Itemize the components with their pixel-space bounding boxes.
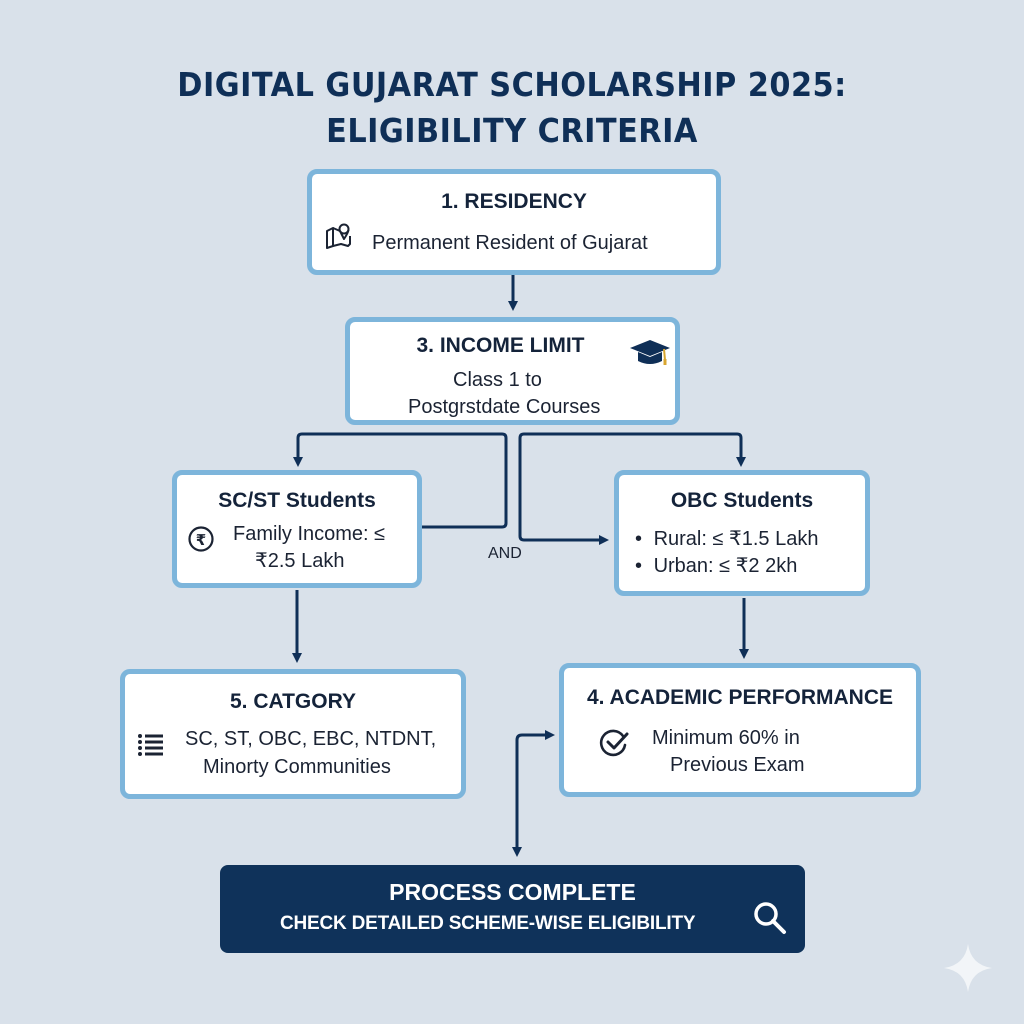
node-category-line-2: Minorty Communities bbox=[203, 756, 391, 778]
node-category: 5. CATGORY SC, ST, OBC, EBC, NTDNT, Mino… bbox=[120, 669, 466, 799]
final-title: PROCESS COMPLETE bbox=[389, 879, 636, 905]
obc-urban: Urban: ≤ ₹2 2kh bbox=[653, 555, 798, 577]
search-icon[interactable] bbox=[752, 900, 788, 936]
node-residency-text: Permanent Resident of Gujarat bbox=[372, 232, 648, 254]
node-scst-line-2: ₹2.5 Lakh bbox=[255, 550, 345, 572]
node-category-title: 5. CATGORY bbox=[229, 690, 356, 713]
title-line-1: DIGITAL GUJARAT SCHOLARSHIP 2025: bbox=[177, 65, 847, 104]
node-category-line-1: SC, ST, OBC, EBC, NTDNT, bbox=[185, 728, 437, 750]
node-academic-performance: 4. ACADEMIC PERFORMANCE Minimum 60% in P… bbox=[559, 663, 921, 797]
node-obc-students: OBC Students • Rural: ≤ ₹1.5 Lakh • Urba… bbox=[614, 470, 870, 596]
node-income-line-1: Class 1 to bbox=[453, 369, 542, 391]
process-complete-banner[interactable]: PROCESS COMPLETE CHECK DETAILED SCHEME-W… bbox=[220, 865, 805, 953]
node-residency: 1. RESIDENCY Permanent Resident of Gujar… bbox=[307, 169, 721, 275]
map-pin-icon bbox=[324, 222, 354, 250]
final-subtitle: CHECK DETAILED SCHEME-WISE ELIGIBILITY bbox=[280, 913, 696, 934]
node-obc-title: OBC Students bbox=[670, 489, 814, 512]
bullet: • bbox=[635, 555, 643, 577]
svg-text:₹: ₹ bbox=[196, 531, 206, 549]
check-circle-icon bbox=[599, 728, 631, 758]
node-academic-line-2: Previous Exam bbox=[670, 754, 805, 776]
rupee-icon: ₹ bbox=[187, 525, 215, 553]
title-line-2: ELIGIBILITY CRITERIA bbox=[326, 111, 698, 150]
obc-rural: Rural: ≤ ₹1.5 Lakh bbox=[653, 528, 819, 550]
node-scst-title: SC/ST Students bbox=[218, 489, 376, 512]
node-obc-item-2: • Urban: ≤ ₹2 2kh bbox=[635, 553, 797, 580]
node-scst-students: SC/ST Students ₹ Family Income: ≤ ₹2.5 L… bbox=[172, 470, 422, 588]
page-title: DIGITAL GUJARAT SCHOLARSHIP 2025: ELIGIB… bbox=[41, 62, 983, 154]
node-income-title: 3. INCOME LIMIT bbox=[416, 334, 585, 357]
node-scst-line-1: Family Income: ≤ bbox=[233, 523, 386, 545]
list-icon bbox=[137, 732, 165, 758]
node-income-line-2: Postgrstdate Courses bbox=[408, 396, 601, 418]
sparkle-icon bbox=[942, 942, 994, 994]
graduation-cap-icon bbox=[628, 336, 672, 370]
bullet: • bbox=[635, 528, 643, 550]
and-connector-label: AND bbox=[488, 545, 522, 562]
node-income-limit: 3. INCOME LIMIT Class 1 to Postgrstdate … bbox=[345, 317, 680, 425]
node-residency-title: 1. RESIDENCY bbox=[441, 190, 587, 213]
node-obc-item-1: • Rural: ≤ ₹1.5 Lakh bbox=[635, 526, 818, 553]
node-academic-title: 4. ACADEMIC PERFORMANCE bbox=[586, 686, 894, 709]
node-academic-line-1: Minimum 60% in bbox=[652, 727, 800, 749]
